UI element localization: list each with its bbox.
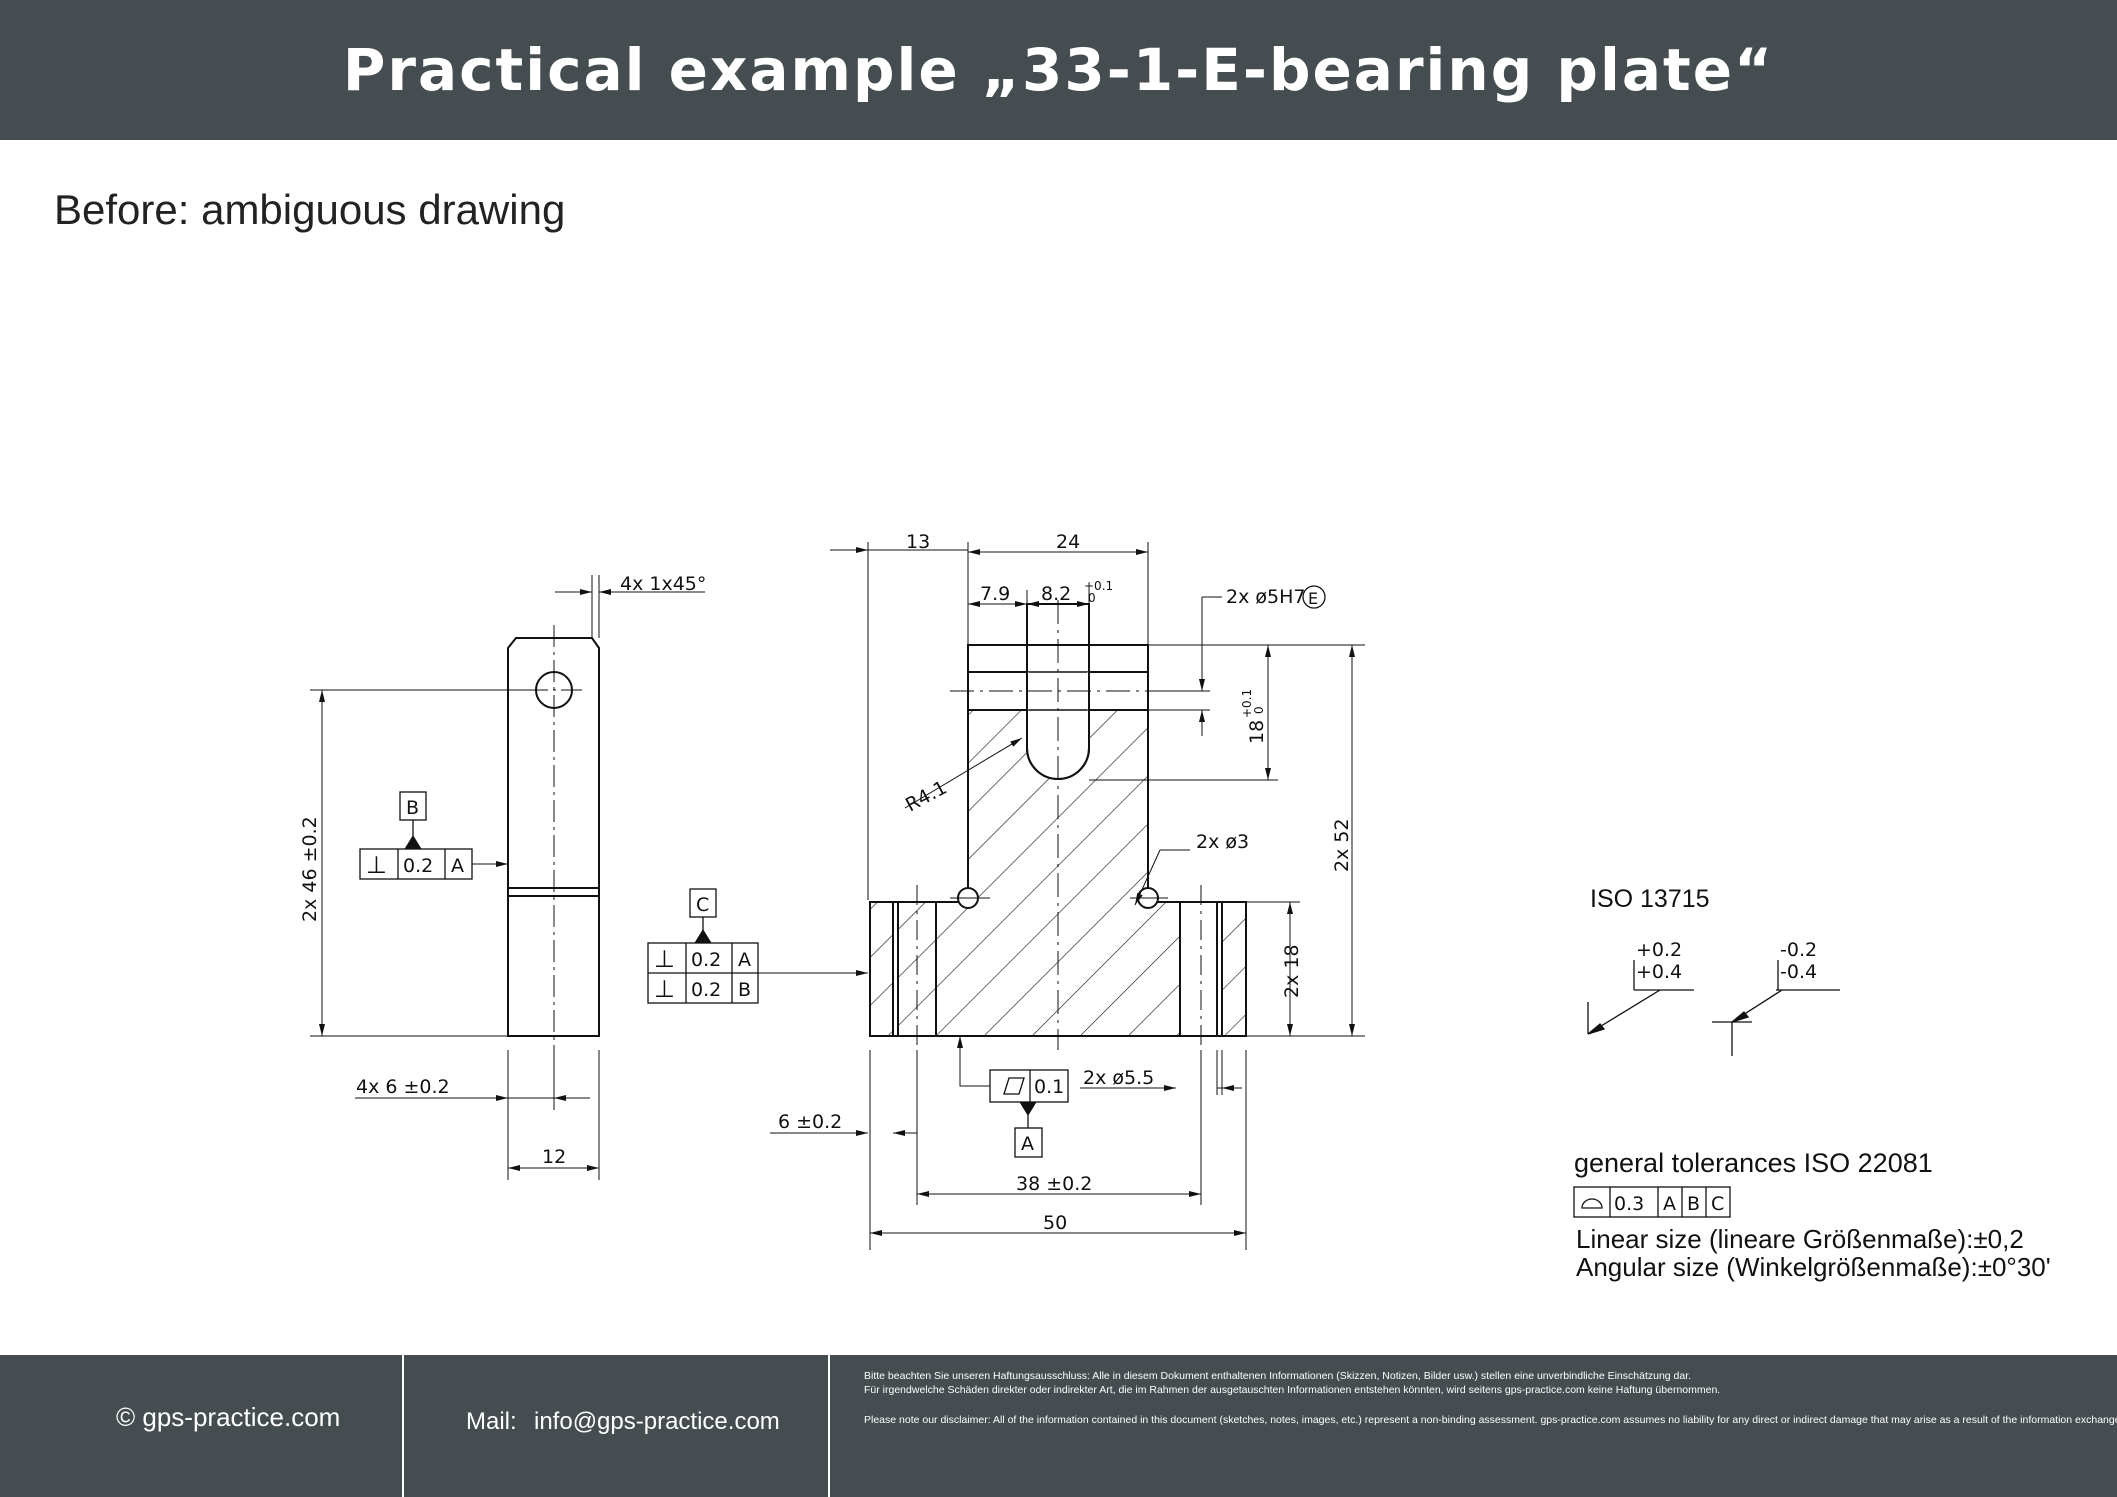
footer-copyright: © gps-practice.com: [116, 1402, 341, 1432]
hatch-left-end: [870, 902, 893, 1036]
general-fcf-datum-a: A: [1663, 1193, 1676, 1215]
linear-size-tolerance: Linear size (lineare Größenmaße):±0,2: [1576, 1224, 2024, 1254]
left-view: [310, 575, 705, 1180]
fcf-c-value-2: 0.2: [691, 979, 721, 1001]
height-18-label: 2x 18: [1281, 944, 1303, 998]
fcf-c-datum-1: A: [738, 949, 751, 971]
fcf-c-symbol-2: ⊥: [654, 975, 675, 1003]
dim-6-label: 6 ±0.2: [778, 1111, 842, 1133]
general-fcf-datum-b: B: [1687, 1193, 1700, 1215]
dim-13: 13: [906, 531, 930, 553]
hatch-right-end: [1222, 902, 1246, 1036]
height-52-label: 2x 52: [1331, 818, 1353, 872]
iso-13715-symbols: [1587, 960, 1840, 1056]
hole-callout: 2x ø5H7: [1226, 586, 1305, 608]
iso-left-top: +0.2: [1636, 939, 1682, 961]
general-tolerances-label: general tolerances ISO 22081: [1574, 1148, 1933, 1178]
dim-50-label: 50: [1043, 1212, 1067, 1234]
main-view-text: 13 24 7.9 8.2 +0.1 0 2x ø5H7 E 18 +0.1 0…: [654, 531, 1353, 1234]
tol-zero: 0: [1088, 591, 1096, 605]
footer-mail-label: Mail:: [466, 1408, 517, 1435]
surface-profile-icon: [1581, 1198, 1603, 1209]
fcf-value: 0.2: [403, 855, 433, 877]
envelope-symbol: [1302, 585, 1326, 609]
dim-8-2: 8.2: [1041, 583, 1071, 605]
iso-13715-label: ISO 13715: [1590, 885, 1710, 913]
thickness-label: 12: [542, 1146, 566, 1168]
radius-label: R4.1: [902, 777, 951, 817]
angular-size-tolerance: Angular size (Winkelgrößenmaße):±0°30': [1576, 1252, 2051, 1282]
drawing-subtitle: Before: ambiguous drawing: [54, 186, 566, 233]
left-view-text: 4x 1x45° 2x 46 ±0.2 4x 6 ±0.2 12 B ⊥ 0.2…: [299, 573, 706, 1168]
fcf-c-symbol-1: ⊥: [654, 945, 675, 973]
fcf-datum: A: [451, 855, 464, 877]
disclaimer-english: Please note our disclaimer: All of the i…: [864, 1414, 2117, 1426]
fcf-symbol: ⊥: [366, 851, 387, 879]
footer-divider: [402, 1355, 404, 1497]
datum-c-letter: C: [696, 894, 709, 916]
small-holes-label: 2x ø3: [1196, 831, 1249, 853]
flatness-value: 0.1: [1034, 1076, 1064, 1098]
iso-13715-text: +0.2 +0.4 -0.2 -0.4: [1636, 939, 1817, 983]
header-bar: [0, 0, 2117, 140]
chamfer-label: 4x 1x45°: [620, 573, 706, 595]
fcf-c-datum-2: B: [738, 979, 751, 1001]
main-view: [647, 542, 1365, 1250]
general-fcf-text: 0.3 A B C: [1614, 1193, 1724, 1215]
tol-plus: +0.1: [1084, 579, 1113, 593]
general-fcf-datum-c: C: [1711, 1193, 1724, 1215]
iso-left-bottom: +0.4: [1636, 961, 1682, 983]
dim-38-label: 38 ±0.2: [1016, 1173, 1092, 1195]
datum-b-letter: B: [406, 797, 419, 819]
disclaimer-german-2: Für irgendwelche Schäden direkter oder i…: [864, 1384, 1721, 1396]
datum-a-letter: A: [1021, 1133, 1034, 1155]
footer-mail-link[interactable]: info@gps-practice.com: [534, 1408, 780, 1435]
height-dim-label: 2x 46 ±0.2: [299, 816, 321, 922]
iso-right-bottom: -0.4: [1780, 961, 1817, 983]
general-fcf-value: 0.3: [1614, 1193, 1644, 1215]
dim-24: 24: [1056, 531, 1080, 553]
footer-bar: [0, 1355, 2117, 1497]
fcf-c-value-1: 0.2: [691, 949, 721, 971]
slot-tol-plus: +0.1: [1240, 689, 1254, 718]
envelope-letter: E: [1308, 589, 1318, 608]
disclaimer-german-1: Bitte beachten Sie unseren Haftungsaussc…: [864, 1370, 1692, 1382]
technical-drawing: 4x 1x45° 2x 46 ±0.2 4x 6 ±0.2 12 B ⊥ 0.2…: [299, 531, 1840, 1250]
page-title: Practical example „33-1-E-bearing plate“: [342, 36, 1775, 104]
slot-depth-label: 18: [1246, 720, 1268, 744]
footer-divider: [828, 1355, 830, 1497]
width-dim-label: 4x 6 ±0.2: [356, 1076, 450, 1098]
hatch-lower: [898, 902, 1180, 1036]
slot-tol-zero: 0: [1252, 706, 1266, 714]
datum-a-frame: [1014, 1127, 1043, 1158]
dim-7-9: 7.9: [980, 583, 1010, 605]
iso-right-top: -0.2: [1780, 939, 1817, 961]
holes-5-5-label: 2x ø5.5: [1083, 1067, 1154, 1089]
general-fcf: [1573, 1186, 1731, 1218]
